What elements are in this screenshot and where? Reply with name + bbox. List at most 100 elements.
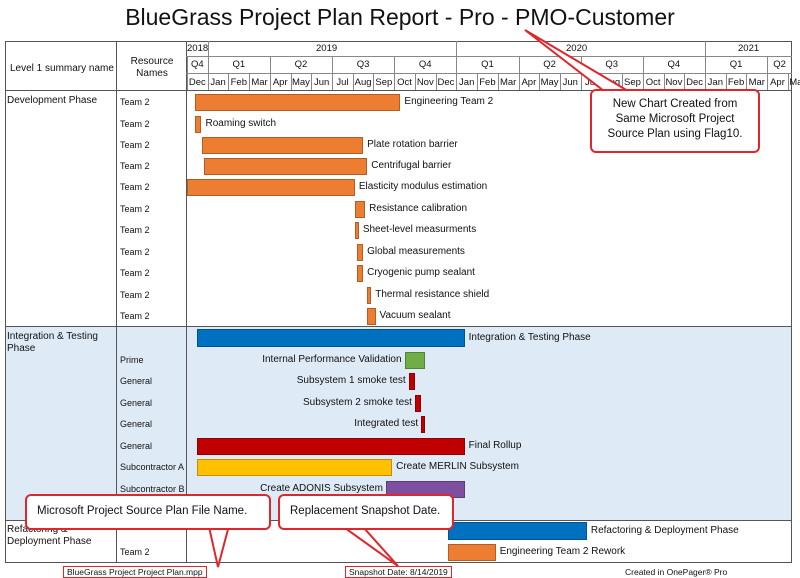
task-label: Vacuum sealant: [379, 310, 451, 321]
task-bar[interactable]: [201, 136, 364, 154]
column-divider: [186, 41, 187, 563]
quarter-divider: [332, 56, 334, 73]
task-bar[interactable]: [408, 372, 415, 390]
month-label: Jan: [707, 77, 723, 88]
task-bar[interactable]: [367, 307, 376, 325]
task-label: Plate rotation barrier: [367, 139, 458, 150]
month-divider: [622, 73, 624, 90]
month-label: Mar: [499, 77, 517, 88]
month-divider: [518, 73, 520, 90]
year-divider: [704, 41, 706, 56]
month-label: Feb: [727, 77, 745, 88]
month-label: Nov: [416, 77, 434, 88]
month-divider: [684, 73, 686, 90]
quarter-label: Q1: [481, 59, 494, 70]
new-chart-callout: New Chart Created from Same Microsoft Pr…: [590, 89, 760, 153]
month-divider: [642, 73, 644, 90]
task-bar[interactable]: [197, 329, 465, 347]
year-label: 2018: [187, 43, 209, 54]
snapshot-callout: Replacement Snapshot Date.: [278, 494, 454, 530]
task-label: Resistance calibration: [369, 203, 467, 214]
month-label: Apr: [521, 77, 537, 88]
task-label: Sheet-level measurments: [362, 224, 477, 235]
task-bar[interactable]: [197, 437, 465, 455]
task-bar[interactable]: [195, 115, 202, 133]
task-bar[interactable]: [203, 157, 368, 175]
month-divider: [787, 73, 789, 90]
quarter-divider: [767, 56, 769, 73]
task-bar[interactable]: [421, 415, 426, 433]
task-label: Refactoring & Deployment Phase: [590, 525, 739, 536]
resource-name: Team 2: [120, 225, 150, 235]
task-label: Engineering Team 2 Rework: [499, 546, 626, 557]
task-bar[interactable]: [356, 243, 364, 261]
resource-name: General: [120, 441, 153, 451]
resource-name: Team 2: [120, 311, 150, 321]
month-label: Dec: [188, 77, 206, 88]
task-bar[interactable]: [448, 543, 496, 561]
task-label: Final Rollup: [468, 440, 522, 451]
task-label: Create ADONIS Subsystem: [260, 483, 383, 494]
task-label: Integrated test: [354, 418, 419, 429]
year-divider: [456, 41, 458, 56]
task-bar[interactable]: [367, 286, 372, 304]
resource-header: Resource Names: [130, 56, 174, 79]
source-plan-callout: Microsoft Project Source Plan File Name.: [25, 494, 271, 530]
month-divider: [352, 73, 354, 90]
task-label: Integration & Testing Phase: [468, 332, 591, 343]
header-divider: [186, 56, 792, 57]
month-divider: [559, 73, 561, 90]
month-divider: [704, 73, 706, 90]
quarter-divider: [394, 56, 396, 73]
month-label: Sep: [375, 77, 393, 88]
month-divider: [414, 73, 416, 90]
task-bar[interactable]: [187, 178, 355, 196]
month-label: Jul: [584, 77, 598, 88]
quarter-divider: [456, 56, 458, 73]
task-label: Internal Performance Validation: [262, 354, 402, 365]
header-divider: [5, 90, 792, 91]
month-divider: [601, 73, 603, 90]
quarter-label: Q2: [294, 59, 308, 70]
month-label: Aug: [603, 77, 621, 88]
quarter-label: Q4: [418, 59, 432, 70]
quarter-label: Q3: [356, 59, 370, 70]
report-title: BlueGrass Project Plan Report - Pro - PM…: [125, 4, 675, 30]
year-label: 2019: [316, 43, 338, 54]
task-bar[interactable]: [404, 351, 426, 369]
month-label: Aug: [354, 77, 372, 88]
month-label: May: [540, 77, 559, 88]
month-label: May: [789, 77, 800, 88]
task-label: Create MERLIN Subsystem: [396, 461, 519, 472]
month-label: Jun: [314, 77, 330, 88]
month-label: Mar: [251, 77, 268, 88]
resource-name: Team 2: [120, 204, 150, 214]
quarter-divider: [269, 56, 271, 73]
month-divider: [435, 73, 437, 90]
resource-name: Team 2: [120, 290, 150, 300]
task-bar[interactable]: [197, 458, 393, 476]
quarter-label: Q4: [191, 59, 204, 70]
month-divider: [580, 73, 582, 90]
year-label: 2020: [566, 43, 588, 54]
month-label: Oct: [645, 77, 661, 88]
month-divider: [311, 73, 313, 90]
month-divider: [373, 73, 375, 90]
task-bar[interactable]: [354, 200, 366, 218]
quarter-label: Q3: [605, 59, 619, 70]
month-divider: [539, 73, 541, 90]
month-divider: [332, 73, 334, 90]
resource-name: Team 2: [120, 182, 150, 192]
task-bar[interactable]: [448, 522, 587, 540]
task-bar[interactable]: [195, 93, 401, 111]
resource-name: General: [120, 419, 153, 429]
resource-name: Team 2: [120, 247, 150, 257]
task-bar[interactable]: [414, 394, 422, 412]
section-development: Development Phase: [7, 95, 98, 106]
footer-created-in: Created in OnePager® Pro: [625, 567, 728, 577]
quarter-label: Q2: [773, 59, 786, 70]
month-label: Jan: [210, 77, 226, 88]
quarter-divider: [207, 56, 209, 73]
task-bar[interactable]: [356, 264, 364, 282]
task-bar[interactable]: [354, 221, 359, 239]
